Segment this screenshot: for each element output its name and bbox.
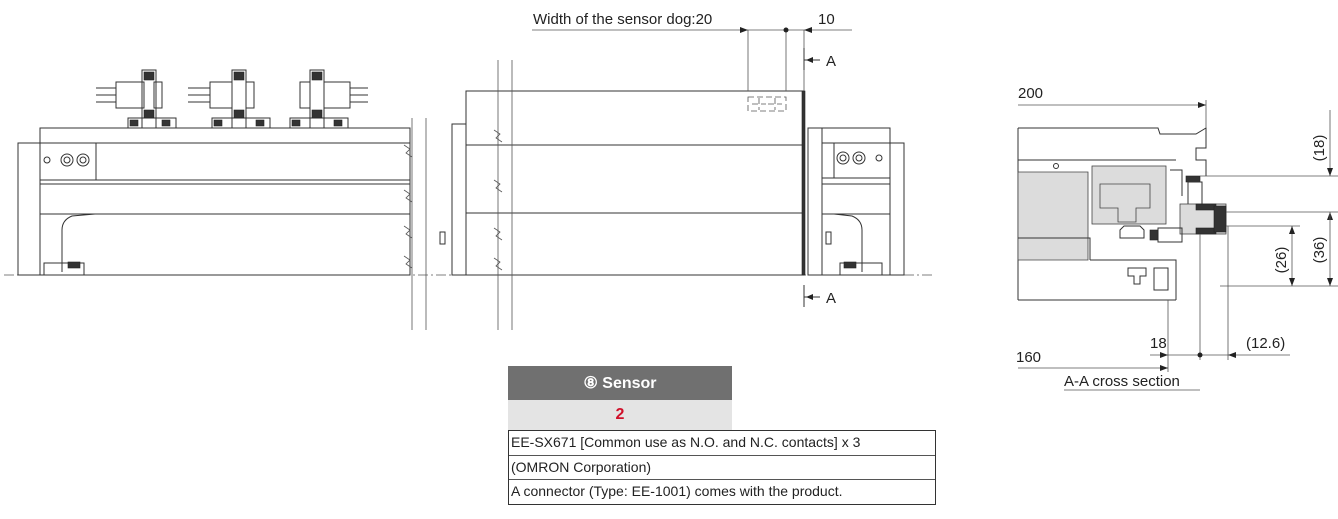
cross-section-view: 200 (18) (36) (26) 18 (12.6) 160 A-A cro… [1016, 85, 1338, 391]
section-mark-a: A A [803, 48, 836, 307]
break-lines-left [403, 118, 427, 330]
sensor-dog-dimension: Width of the sensor dog:20 10 [532, 11, 852, 91]
sensor-group [96, 69, 368, 129]
section-mark-bottom: A [826, 290, 836, 307]
sensor-header: ⑧ Sensor [508, 366, 732, 400]
left-actuator-body [4, 127, 932, 276]
sensor-spec-table: ⑧ Sensor 2 EE-SX671 [Common use as N.O. … [508, 366, 936, 505]
dim-160: 160 [1016, 349, 1041, 366]
sensor-desc-line: A connector (Type: EE-1001) comes with t… [511, 483, 843, 499]
offset-label: 10 [818, 11, 835, 28]
sensor-description: EE-SX671 [Common use as N.O. and N.C. co… [508, 430, 936, 505]
section-mark-top: A [826, 53, 836, 70]
dim-200: 200 [1018, 85, 1043, 102]
cross-section-caption: A-A cross section [1064, 373, 1180, 390]
dim-26: (26) [1273, 247, 1290, 274]
sensor-1 [96, 69, 177, 129]
dim-36: (36) [1311, 237, 1328, 264]
sensor-quantity: 2 [508, 400, 732, 430]
dim-12-6: (12.6) [1246, 335, 1285, 352]
center-slider [451, 30, 806, 330]
dim-18-right: (18) [1311, 135, 1328, 162]
dim-18-bottom: 18 [1150, 335, 1167, 352]
sensor-desc-line: (OMRON Corporation) [509, 456, 935, 480]
sensor-2 [188, 69, 271, 129]
right-actuator-end [439, 127, 905, 276]
sensor-dog-width-label: Width of the sensor dog:20 [533, 11, 712, 28]
sensor-3 [289, 69, 368, 129]
sensor-desc-line: EE-SX671 [Common use as N.O. and N.C. co… [509, 431, 935, 456]
